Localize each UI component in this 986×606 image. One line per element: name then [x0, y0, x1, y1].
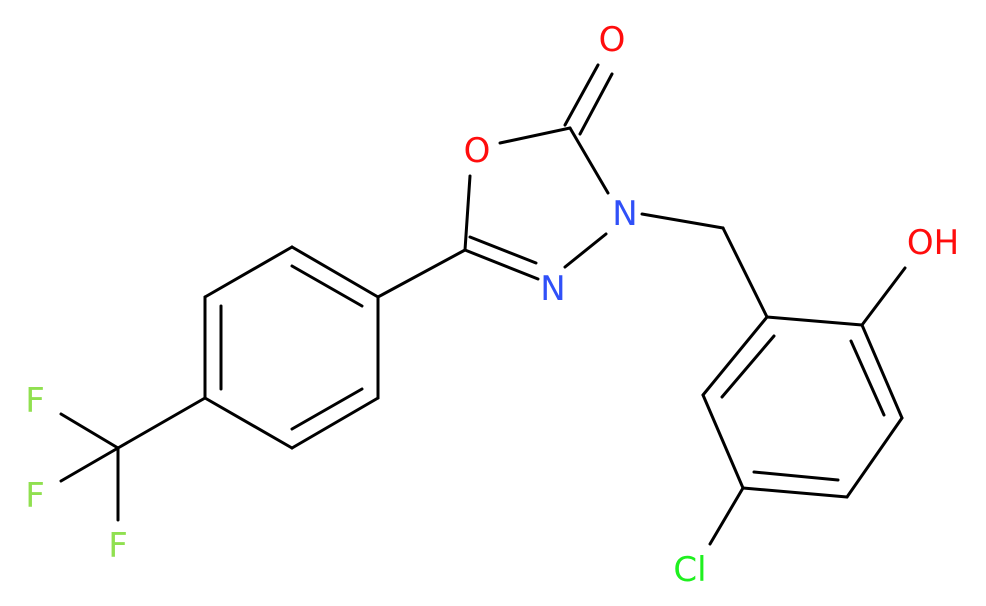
atom-o-ring: O: [464, 131, 491, 171]
atom-o-carbonyl: O: [599, 20, 626, 60]
bond-ring2-4-inner: [752, 470, 840, 482]
bond-ring2-5: [701, 393, 745, 490]
atom-f2: F: [25, 476, 45, 516]
bond-c2-o1: [498, 126, 572, 145]
bond-c2-o-carbonyl-a: [563, 63, 600, 127]
bond-c2-o-carbonyl-b: [578, 72, 614, 136]
atom-n3: N: [612, 194, 637, 234]
bond-aryl-5: [290, 396, 380, 450]
bond-c-f1: [59, 412, 120, 450]
bonds: [59, 63, 907, 546]
bond-o1-c5: [463, 174, 472, 252]
bond-aryl-1: [290, 245, 380, 299]
bond-n3-ch2: [640, 212, 725, 230]
bond-ring2-2-inner: [849, 339, 886, 417]
bond-ring2-1: [765, 315, 864, 327]
bond-ring2-3: [845, 416, 904, 499]
bond-n4-n3: [563, 232, 608, 269]
bond-ring2-6-inner: [720, 334, 776, 399]
atom-f3: F: [108, 526, 128, 566]
bond-c5-n4-b: [468, 235, 538, 265]
bond-c2-n3: [568, 126, 610, 195]
atom-n4: N: [540, 269, 565, 309]
bond-ring2-2: [860, 323, 904, 420]
bond-aryl-5-inner: [290, 387, 364, 431]
bond-ring2-6: [701, 315, 769, 397]
bond-c-f2: [59, 446, 120, 483]
bond-ch2-ring: [721, 226, 769, 319]
bond-aryl-4: [203, 396, 294, 450]
bond-aryl-2: [203, 245, 294, 299]
bond-c5-n4-a: [463, 248, 540, 281]
atom-f1: F: [25, 381, 45, 421]
atom-labels: O O N N OH Cl F F F: [25, 20, 959, 590]
atom-cl: Cl: [673, 550, 706, 590]
bond-aryl-1-inner: [290, 264, 364, 308]
bond-aryl-cf3: [116, 396, 207, 450]
bond-c-cl: [708, 486, 745, 546]
bond-ring2-4: [741, 486, 849, 499]
atom-oh: OH: [907, 223, 959, 263]
bond-c5-aryl: [376, 248, 467, 299]
bond-c-oh: [860, 266, 907, 327]
